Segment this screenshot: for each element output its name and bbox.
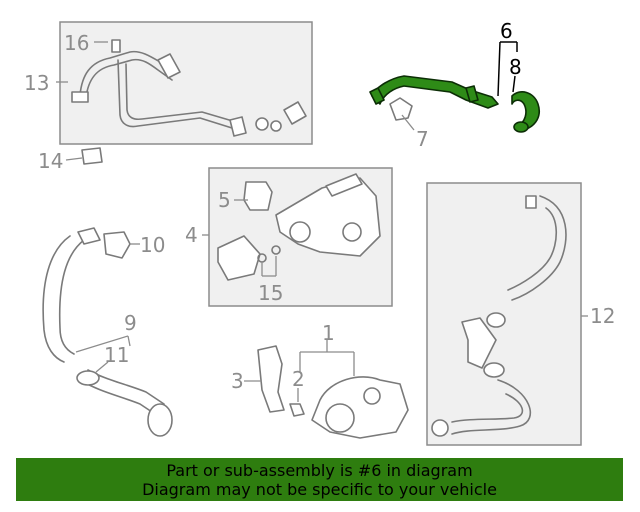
callout-3: 3 xyxy=(231,369,244,393)
callout-5: 5 xyxy=(218,188,231,212)
highlighted-pipe-6[interactable] xyxy=(369,75,499,109)
callout-6: 6 xyxy=(500,19,513,43)
coolant-pipe-9[interactable] xyxy=(42,227,173,437)
coolant-pipe-assembly[interactable] xyxy=(71,39,307,137)
info-banner: Part or sub-assembly is #6 in diagram Di… xyxy=(16,458,623,501)
callout-11: 11 xyxy=(104,343,129,367)
seal-11[interactable] xyxy=(76,370,100,386)
seal-2[interactable] xyxy=(289,403,305,417)
callout-12: 12 xyxy=(590,304,615,328)
callout-1: 1 xyxy=(322,321,335,345)
banner-line-1: Part or sub-assembly is #6 in diagram xyxy=(166,461,473,480)
radiator-hose-assembly[interactable] xyxy=(431,195,567,437)
callout-2: 2 xyxy=(292,367,305,391)
callout-10: 10 xyxy=(140,233,165,257)
water-pump-1[interactable] xyxy=(311,376,409,439)
callout-15: 15 xyxy=(258,281,283,305)
callout-14: 14 xyxy=(38,149,63,173)
callout-9: 9 xyxy=(124,311,137,335)
banner-line-2: Diagram may not be specific to your vehi… xyxy=(142,480,497,499)
gasket-10[interactable] xyxy=(103,231,131,259)
bracket-3[interactable] xyxy=(257,345,285,413)
group-box-12 xyxy=(426,182,582,446)
gasket-7[interactable] xyxy=(389,97,413,121)
thermostat-housing-assembly[interactable] xyxy=(217,173,381,281)
callout-16: 16 xyxy=(64,31,89,55)
callout-13: 13 xyxy=(24,71,49,95)
gasket-5[interactable] xyxy=(243,181,273,211)
bracket-14[interactable] xyxy=(81,147,103,165)
callout-8: 8 xyxy=(509,55,522,79)
highlighted-hose-8[interactable] xyxy=(511,91,540,133)
callout-7: 7 xyxy=(416,127,429,151)
callout-4: 4 xyxy=(185,223,198,247)
